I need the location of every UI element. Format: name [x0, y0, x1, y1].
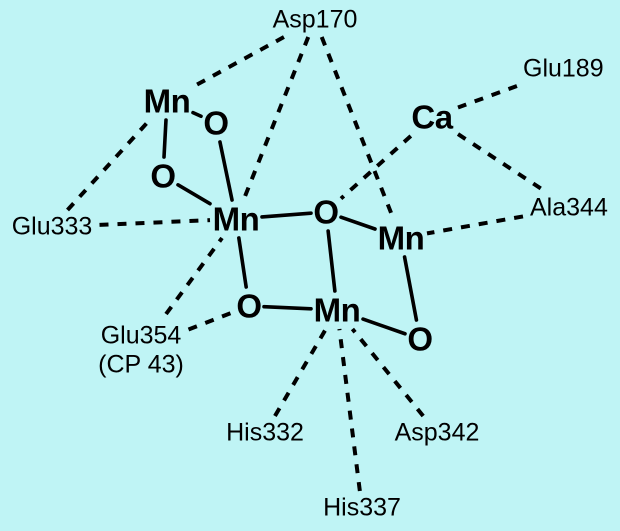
residue-label-text: Asp342 — [394, 418, 480, 447]
bond-mn_left-o_center — [260, 211, 313, 219]
coordination-bond-asp170-mn_top_left — [192, 35, 285, 89]
coordination-bond-asp170-mn_left — [241, 36, 311, 201]
residue-glu333: Glu333 — [12, 213, 93, 242]
atom-o_lower: O — [236, 287, 262, 325]
coordination-bond-glu333-mn_left — [99, 218, 211, 227]
residue-label-text: His337 — [323, 493, 401, 522]
bond-mn_left-o_lower — [237, 236, 248, 289]
coordination-bond-glu189-ca — [457, 84, 518, 110]
residue-asp342: Asp342 — [395, 419, 480, 448]
atom-mn_left: Mn — [212, 200, 260, 238]
coordination-bond-ala344-mn_right — [426, 214, 524, 236]
atom-mn_bottom: Mn — [313, 291, 361, 329]
bond-o_upper-mn_left — [218, 140, 234, 202]
coordination-bond-glu354-o_lower — [187, 309, 235, 332]
residue-label-subtext: (CP 43) — [98, 350, 184, 378]
atom-mn_top_left: Mn — [143, 82, 191, 120]
coordination-bond-group — [66, 35, 546, 492]
coordination-bond-ca-ala344 — [456, 132, 546, 193]
residue-glu354: Glu354(CP 43) — [98, 321, 184, 379]
bond-o_lower-mn_bottom — [262, 304, 313, 311]
residue-label-text: His332 — [226, 418, 304, 447]
residue-his332: His332 — [226, 419, 304, 448]
covalent-bond-group — [162, 110, 419, 336]
atom-ca: Ca — [411, 98, 453, 136]
residue-label-text: Glu189 — [523, 54, 604, 83]
residue-label-text: Glu333 — [11, 212, 93, 241]
coordination-bond-asp170-mn_right — [319, 36, 396, 220]
coordination-bond-ca-o_center — [339, 134, 413, 201]
residue-ala344: Ala344 — [530, 194, 608, 223]
coordination-bond-glu354-mn_left — [164, 236, 224, 316]
residue-label-text: Ala344 — [530, 193, 608, 222]
residue-his337: His337 — [323, 494, 401, 523]
bond-o_left-mn_left — [176, 183, 212, 206]
coordination-bond-his337-mn_bottom — [337, 328, 362, 492]
bond-mn_top_left-o_left — [162, 118, 168, 159]
atom-o_right: O — [407, 320, 433, 358]
bond-mn_right-o_right — [402, 255, 419, 322]
atom-o_left: O — [150, 157, 176, 195]
coordination-bond-his332-mn_bottom — [273, 327, 328, 418]
bond-mn_bottom-o_right — [361, 317, 407, 336]
bond-o_center-mn_right — [339, 215, 377, 231]
residue-asp170: Asp170 — [273, 6, 358, 35]
atom-mn_right: Mn — [377, 219, 425, 257]
bond-o_center-mn_bottom — [326, 229, 337, 293]
residue-label-text: Asp170 — [272, 5, 358, 34]
coordination-bond-asp342-mn_bottom — [350, 327, 425, 418]
atom-o_center: O — [313, 193, 339, 231]
atom-o_upper: O — [203, 104, 229, 142]
residue-glu189: Glu189 — [523, 55, 604, 84]
bond-mn_top_left-o_upper — [191, 110, 203, 119]
residue-label-text: Glu354 — [100, 321, 182, 350]
coordination-bond-glu333-mn_top_left — [66, 118, 152, 212]
